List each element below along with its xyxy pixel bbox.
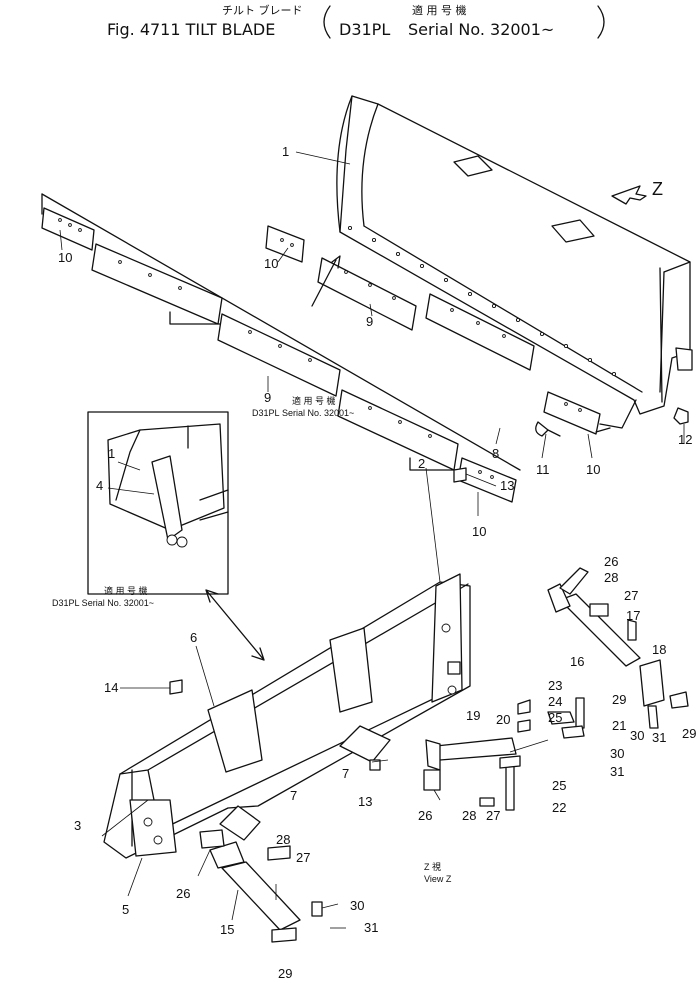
tilt-frame (103, 573, 471, 859)
header-title: Fig. 4711 TILT BLADE (107, 20, 275, 39)
lower-cylinder-15 (209, 841, 301, 931)
brace-19 (425, 737, 517, 771)
callout-label: 30 (610, 746, 624, 761)
view-note-label: View Z (424, 874, 452, 884)
callout-label: 4 (96, 478, 103, 493)
callout-label: 29 (682, 726, 696, 741)
callout-label: 26 (418, 808, 432, 823)
callout-label: 31 (610, 764, 624, 779)
callout-label: 29 (612, 692, 626, 707)
callout-label: 30 (350, 898, 364, 913)
callout-label: 10 (58, 250, 72, 265)
callout-label: 25 (552, 778, 566, 793)
leader-lines (59, 151, 685, 929)
callout-label: 17 (626, 608, 640, 623)
callout-label: 1 (282, 144, 289, 159)
bolt-11 (535, 421, 561, 437)
blade-note-jp: 適 用 号 機 (292, 395, 336, 406)
callout-label: 19 (466, 708, 480, 723)
callout-label: 7 (342, 766, 349, 781)
callout-label: 27 (624, 588, 638, 603)
callout-label: 5 (122, 902, 129, 917)
callout-label: 18 (652, 642, 666, 657)
blade-note-serial: Serial No. 32001~ (282, 408, 354, 418)
callout-label: 12 (678, 432, 692, 447)
callout-label: 27 (486, 808, 500, 823)
callout-label: 28 (462, 808, 476, 823)
cutting-edge-lower-set (41, 193, 521, 503)
callout-label: 3 (74, 818, 81, 833)
callout-label: 7 (290, 788, 297, 803)
callout-label: 10 (264, 256, 278, 271)
assembly-arrow-upper (311, 255, 341, 307)
inset-note-line: D31PL Serial No. 32001~ (52, 598, 154, 608)
callout-label: 1 (108, 446, 115, 461)
blade-bolt-holes (347, 225, 617, 377)
callout-label: 22 (552, 800, 566, 815)
callout-label: 20 (496, 712, 510, 727)
callout-label: 11 (536, 462, 550, 477)
callout-label: 14 (104, 680, 118, 695)
callout-label: 16 (570, 654, 584, 669)
inset-note-jp: 適 用 号 機 (104, 585, 148, 596)
callout-label: 30 (630, 728, 644, 743)
callout-label: 29 (278, 966, 292, 981)
callout-label: 13 (500, 478, 514, 493)
callout-label: 28 (276, 832, 290, 847)
callout-label: 2 (418, 456, 425, 471)
header-left-paren (323, 5, 331, 39)
callout-label: 26 (176, 886, 190, 901)
view-note-jp: Z 視 (424, 861, 441, 872)
callout-label: 10 (586, 462, 600, 477)
header-jp-applicable: 適 用 号 機 (412, 3, 467, 17)
callout-label: 6 (190, 630, 197, 645)
nut-12 (673, 407, 689, 425)
callout-label: 26 (604, 554, 618, 569)
inset-detail (87, 411, 229, 595)
cutting-edge-upper-set (265, 225, 637, 435)
z-arrow-label: Z (652, 179, 663, 199)
callout-label: 15 (220, 922, 234, 937)
callout-label: 25 (548, 710, 562, 725)
callout-label: 9 (264, 390, 271, 405)
callout-label: 24 (548, 694, 562, 709)
header-right-paren (597, 5, 605, 39)
callout-label: 8 (492, 446, 499, 461)
callout-label: 9 (366, 314, 373, 329)
callout-label: 31 (652, 730, 666, 745)
callout-label: 31 (364, 920, 378, 935)
header-model: D31PL (339, 20, 390, 39)
callout-label: 21 (612, 718, 626, 733)
callout-label: 28 (604, 570, 618, 585)
callout-label: 13 (358, 794, 372, 809)
blade-moldboard (336, 95, 693, 415)
callout-label: 27 (296, 850, 310, 865)
header-serial: Serial No. 32001~ (408, 20, 554, 39)
blade-note-model: D31PL (252, 408, 280, 418)
header-jp-title: チルト ブレード (222, 3, 303, 17)
callout-label: 10 (472, 524, 486, 539)
callout-label: 23 (548, 678, 562, 693)
assembly-arrow-lower (205, 589, 265, 661)
z-view-arrow: Z (611, 179, 663, 205)
tilt-brace-16 (547, 583, 641, 667)
small-hardware (169, 467, 689, 943)
